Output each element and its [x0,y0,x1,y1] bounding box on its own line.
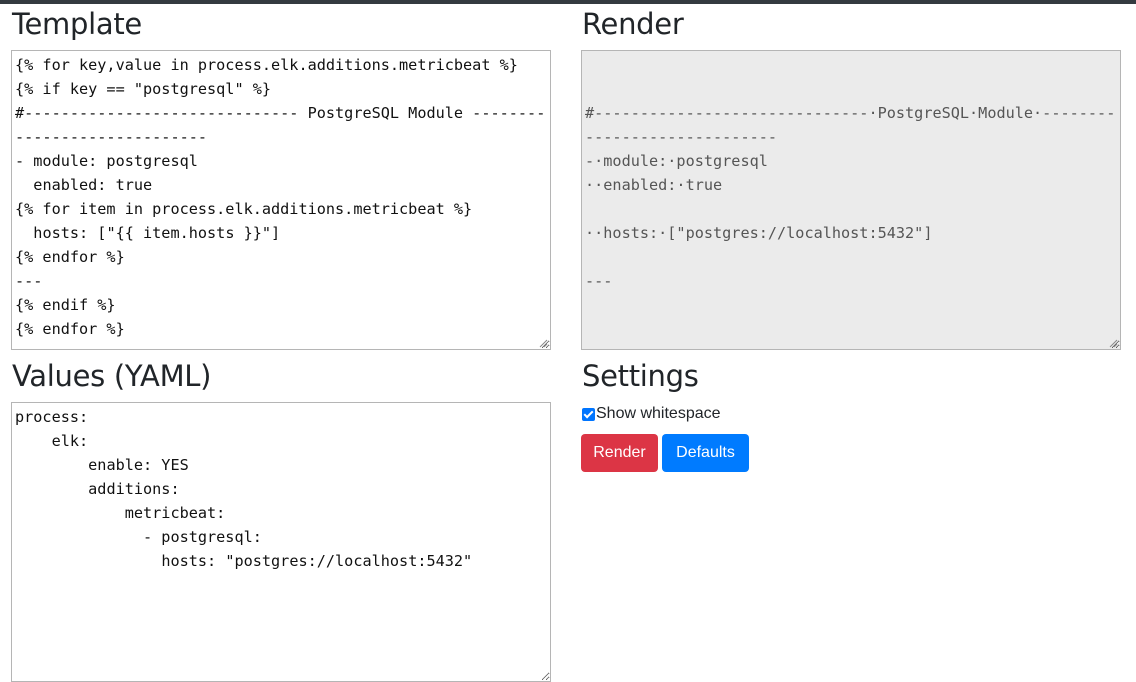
settings-heading: Settings [582,359,699,393]
show-whitespace-setting[interactable]: Show whitespace [581,404,721,424]
template-editor[interactable]: {% for key,value in process.elk.addition… [11,50,551,350]
values-editor[interactable]: process: elk: enable: YES additions: met… [11,402,551,682]
template-resize-grip-icon[interactable] [539,339,548,348]
defaults-button[interactable]: Defaults [662,434,749,472]
render-resize-grip-icon[interactable] [1109,339,1118,348]
render-button[interactable]: Render [581,434,658,472]
template-heading: Template [12,7,142,41]
top-bar [0,0,1136,4]
render-heading: Render [582,7,684,41]
render-output[interactable]: #------------------------------·PostgreS… [581,50,1121,350]
values-heading: Values (YAML) [12,359,212,393]
show-whitespace-checkbox[interactable] [582,407,595,421]
show-whitespace-label[interactable]: Show whitespace [596,405,721,422]
